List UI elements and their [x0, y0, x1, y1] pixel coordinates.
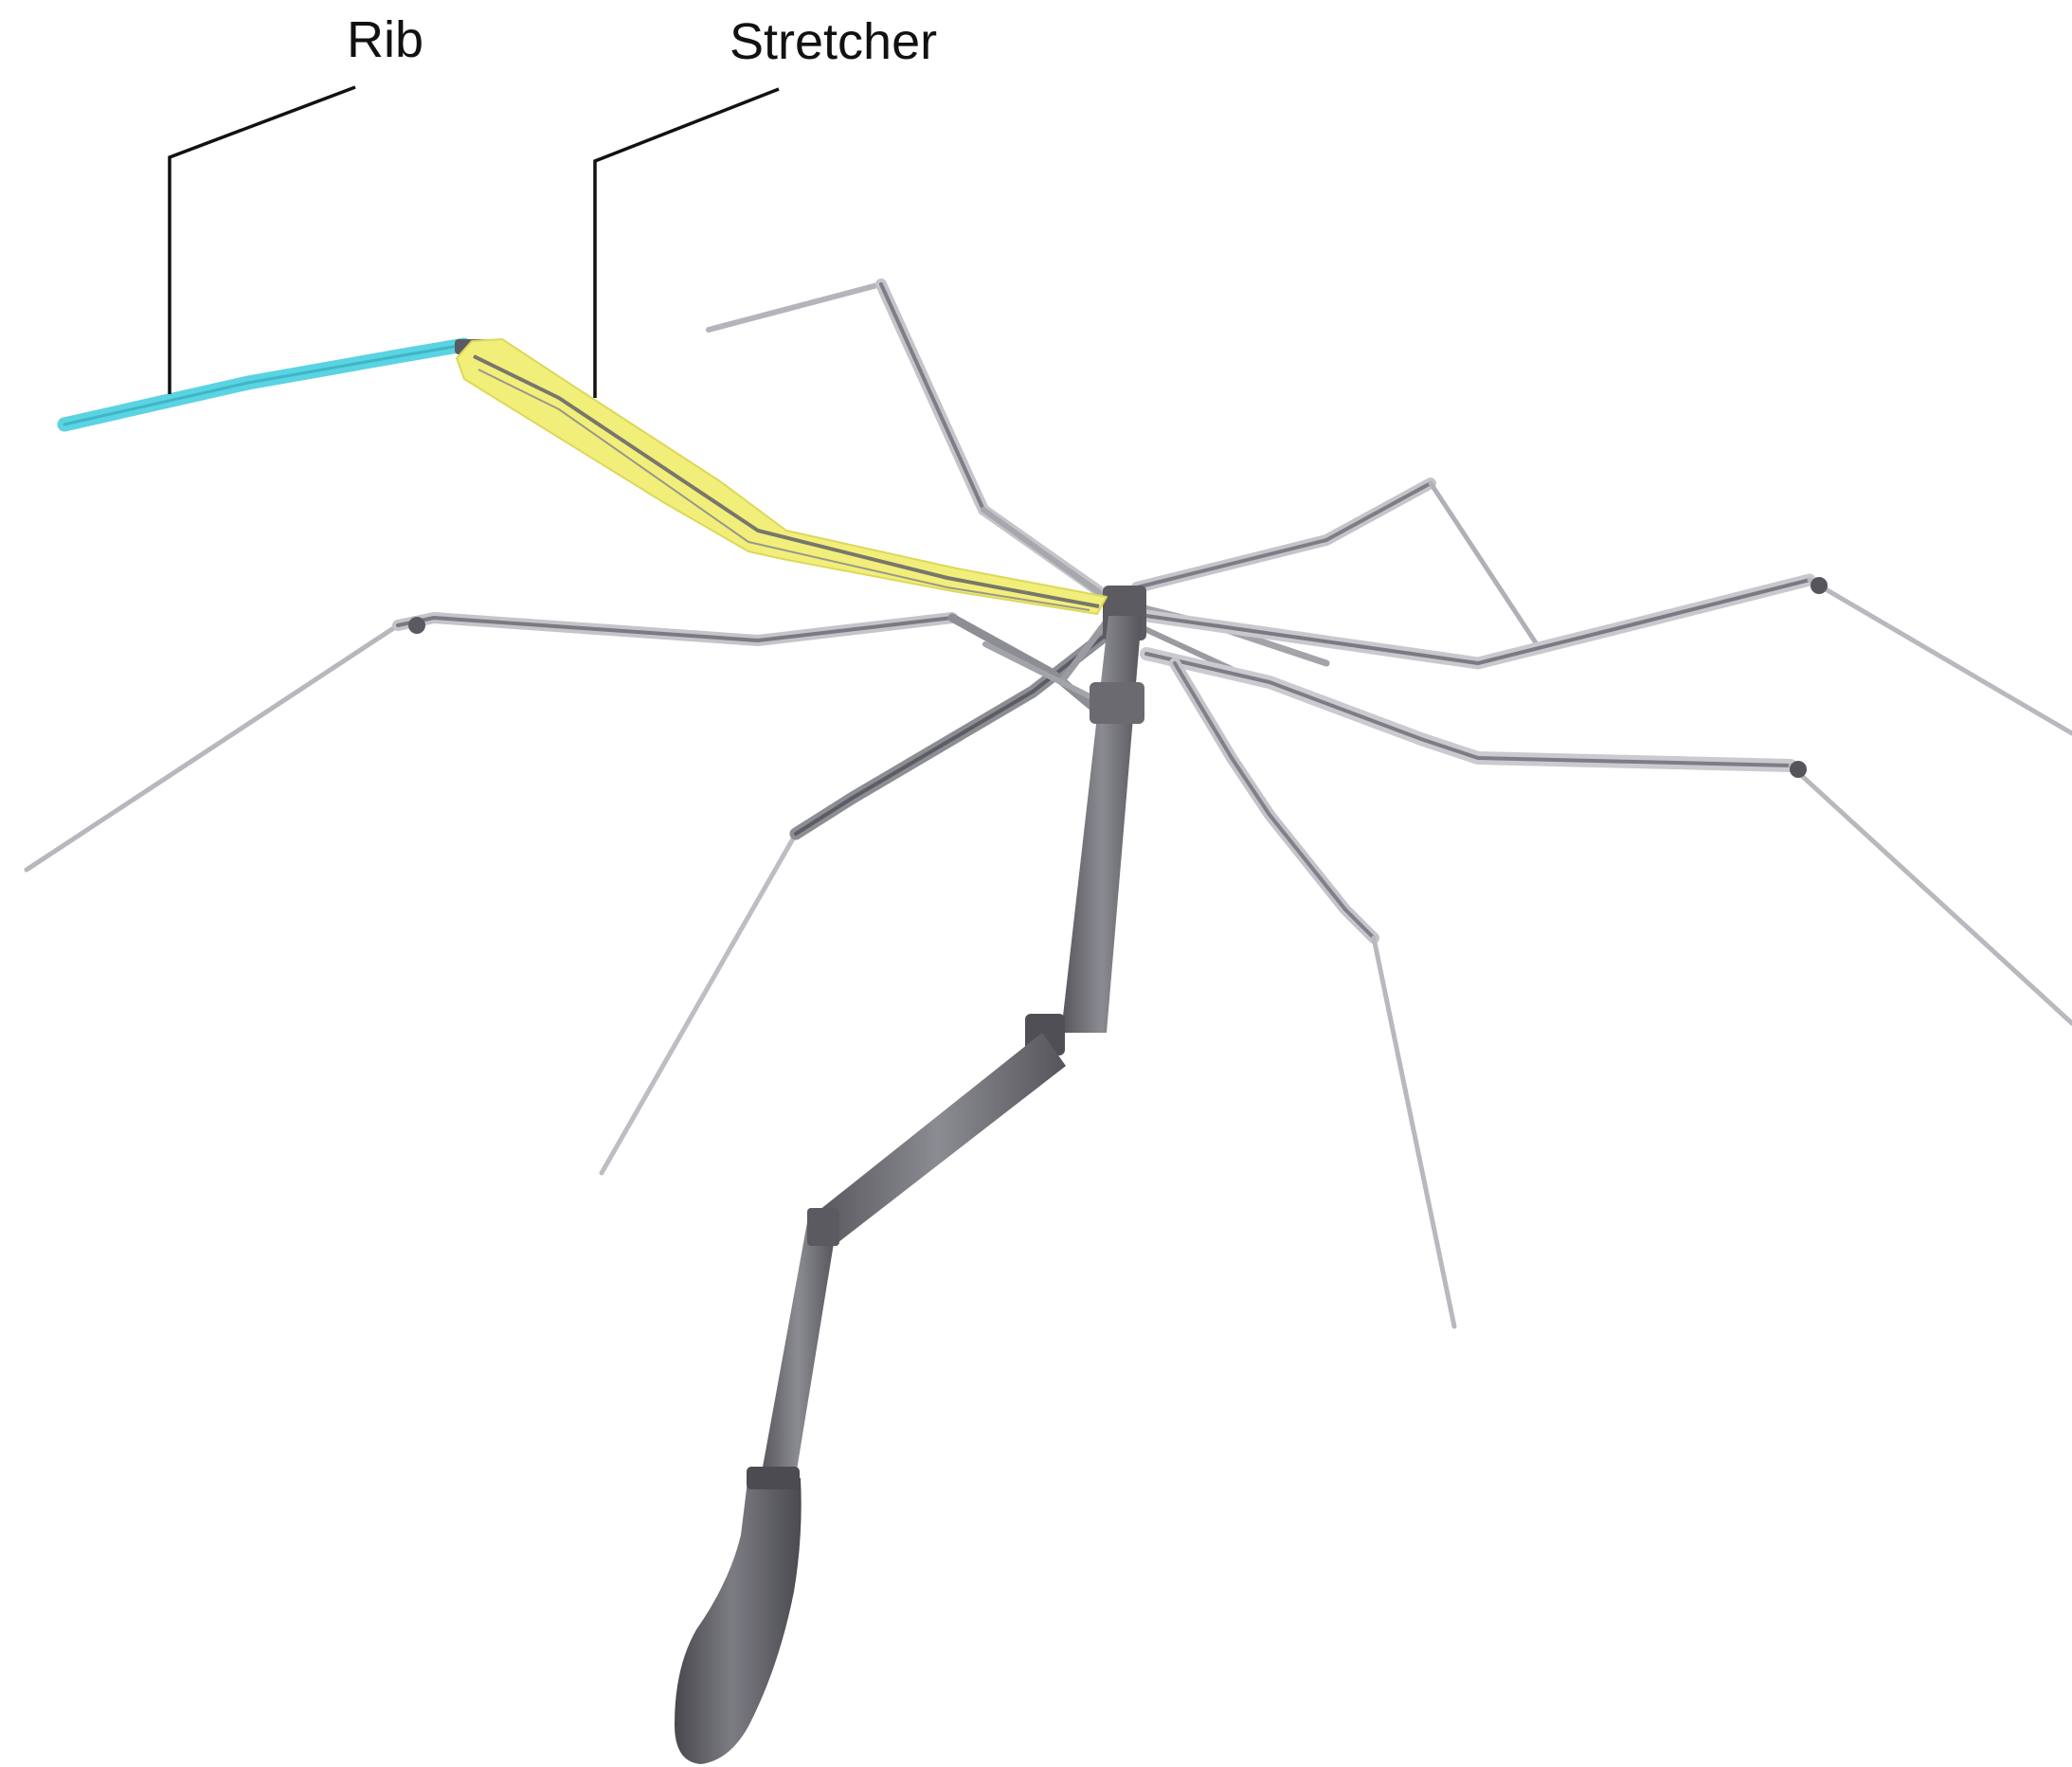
- callout-stretcher: Stretcher: [595, 13, 937, 398]
- umbrella-shaft: [760, 586, 1146, 1488]
- rib-leader-line: [170, 87, 355, 394]
- callout-rib: Rib: [170, 11, 423, 394]
- stretcher-label: Stretcher: [730, 13, 937, 70]
- rib-highlight: [64, 339, 487, 424]
- rib-label: Rib: [347, 11, 423, 68]
- rib-left-horizontal: [27, 617, 952, 870]
- umbrella-frame: [27, 284, 2072, 1326]
- stretcher-highlight: [457, 339, 1107, 614]
- stretcher-leader-line: [595, 89, 779, 398]
- rib-right-long: [1146, 577, 2072, 733]
- rib-left-lower: [602, 625, 1118, 1173]
- umbrella-handle: [675, 1467, 802, 1764]
- rib-front-down: [1175, 663, 1454, 1326]
